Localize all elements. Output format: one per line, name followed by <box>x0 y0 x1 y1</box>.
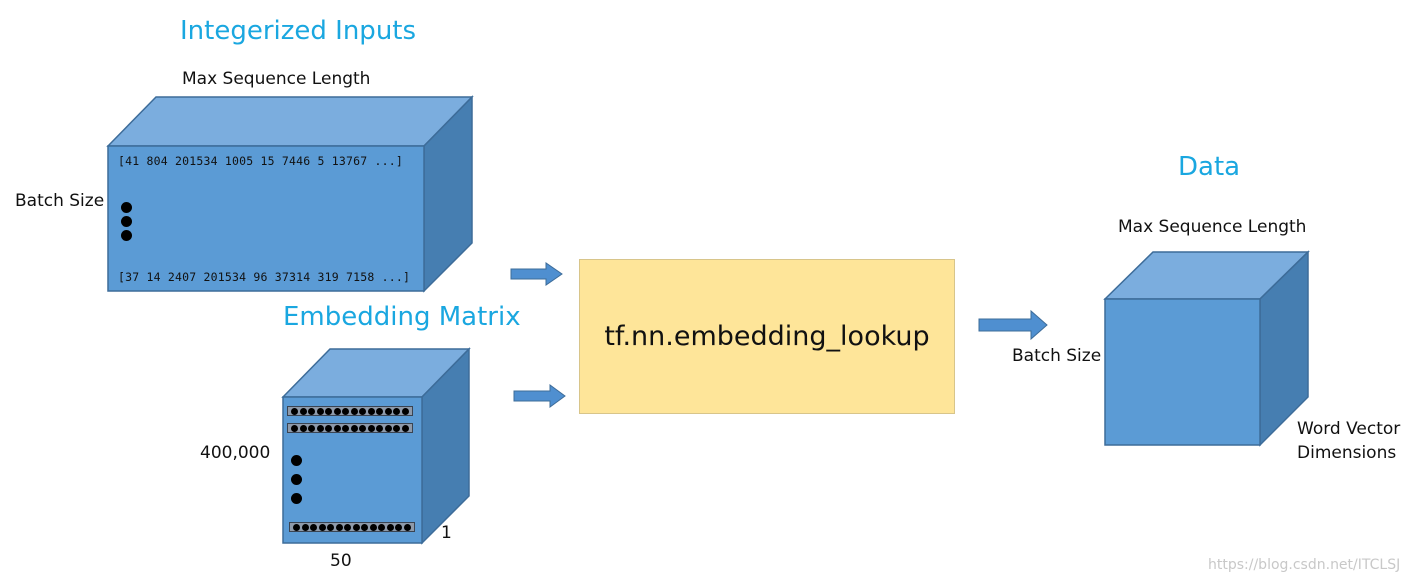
embedding-value-dot <box>316 407 324 415</box>
embedding-depth-label: 1 <box>441 523 452 543</box>
embedding-lookup-label: tf.nn.embedding_lookup <box>604 321 930 352</box>
data-cube-front <box>1104 298 1261 446</box>
embedding-value-dot <box>369 523 377 531</box>
embedding-row-dots <box>291 424 409 432</box>
embedding-value-dot <box>359 424 367 432</box>
inputs-max-sequence-length-label: Max Sequence Length <box>182 69 371 89</box>
embedding-row <box>287 423 413 433</box>
embedding-value-dot <box>316 424 324 432</box>
embedding-value-dot <box>293 523 301 531</box>
embedding-value-dot <box>318 523 326 531</box>
embedding-value-dot <box>401 407 409 415</box>
embedding-value-dot <box>395 523 403 531</box>
inputs-cube-top <box>106 96 474 147</box>
embedding-value-dot <box>342 407 350 415</box>
embedding-lookup-box: tf.nn.embedding_lookup <box>579 259 955 414</box>
inputs-first-row: [41 804 201534 1005 15 7446 5 13767 ...] <box>118 154 403 168</box>
embedding-value-dot <box>335 523 343 531</box>
embedding-value-dot <box>310 523 318 531</box>
embedding-row-dots <box>293 523 411 531</box>
embedding-value-dot <box>403 523 411 531</box>
embedding-value-dot <box>361 523 369 531</box>
embedding-row <box>287 406 413 416</box>
embedding-row-dots <box>291 407 409 415</box>
data-word-vector-label-line1: Word Vector <box>1297 419 1401 439</box>
inputs-last-row: [37 14 2407 201534 96 37314 319 7158 ...… <box>118 270 411 284</box>
embedding-value-dot <box>393 424 401 432</box>
ellipsis-dot <box>121 202 132 213</box>
embedding-value-dot <box>342 424 350 432</box>
ellipsis-dot <box>121 216 132 227</box>
embedding-value-dot <box>367 407 375 415</box>
embedding-row <box>289 522 415 532</box>
inputs-cube-front <box>107 145 425 292</box>
data-word-vector-label-line2: Dimensions <box>1297 443 1397 463</box>
data-title: Data <box>1178 152 1241 182</box>
data-cube <box>1103 250 1310 447</box>
data-max-sequence-length-label: Max Sequence Length <box>1118 217 1307 237</box>
embedding-value-dot <box>291 407 299 415</box>
ellipsis-dot <box>291 455 302 466</box>
embedding-value-dot <box>384 407 392 415</box>
data-batch-size-label: Batch Size <box>1012 346 1102 366</box>
ellipsis-dot <box>121 230 132 241</box>
embedding-value-dot <box>359 407 367 415</box>
embedding-value-dot <box>299 407 307 415</box>
embedding-value-dot <box>350 407 358 415</box>
embedding-value-dot <box>299 424 307 432</box>
embedding-value-dot <box>350 424 358 432</box>
embedding-value-dot <box>333 407 341 415</box>
ellipsis-dot <box>291 493 302 504</box>
embedding-cube <box>281 347 471 545</box>
embedding-value-dot <box>367 424 375 432</box>
embedding-cols-label: 50 <box>330 551 352 571</box>
embedding-value-dot <box>308 407 316 415</box>
embedding-matrix-title: Embedding Matrix <box>283 302 521 332</box>
embedding-value-dot <box>386 523 394 531</box>
embedding-value-dot <box>291 424 299 432</box>
integerized-inputs-title: Integerized Inputs <box>180 16 417 46</box>
embedding-value-dot <box>401 424 409 432</box>
embedding-value-dot <box>378 523 386 531</box>
embedding-value-dot <box>333 424 341 432</box>
embedding-value-dot <box>384 424 392 432</box>
arrow-lookup-to-data <box>978 309 1048 341</box>
embedding-value-dot <box>344 523 352 531</box>
embedding-value-dot <box>376 407 384 415</box>
watermark: https://blog.csdn.net/ITCLSJ <box>1208 557 1401 573</box>
embedding-cube-front <box>282 396 423 544</box>
embedding-value-dot <box>352 523 360 531</box>
embedding-value-dot <box>325 407 333 415</box>
embedding-value-dot <box>393 407 401 415</box>
inputs-batch-size-label: Batch Size <box>15 191 105 211</box>
embedding-value-dot <box>308 424 316 432</box>
arrow-embedding-to-lookup <box>513 384 566 408</box>
inputs-cube <box>106 95 474 293</box>
embedding-value-dot <box>325 424 333 432</box>
embedding-value-dot <box>327 523 335 531</box>
arrow-inputs-to-lookup <box>510 262 563 286</box>
embedding-value-dot <box>301 523 309 531</box>
embedding-rows-label: 400,000 <box>200 443 271 463</box>
ellipsis-dot <box>291 474 302 485</box>
embedding-value-dot <box>376 424 384 432</box>
